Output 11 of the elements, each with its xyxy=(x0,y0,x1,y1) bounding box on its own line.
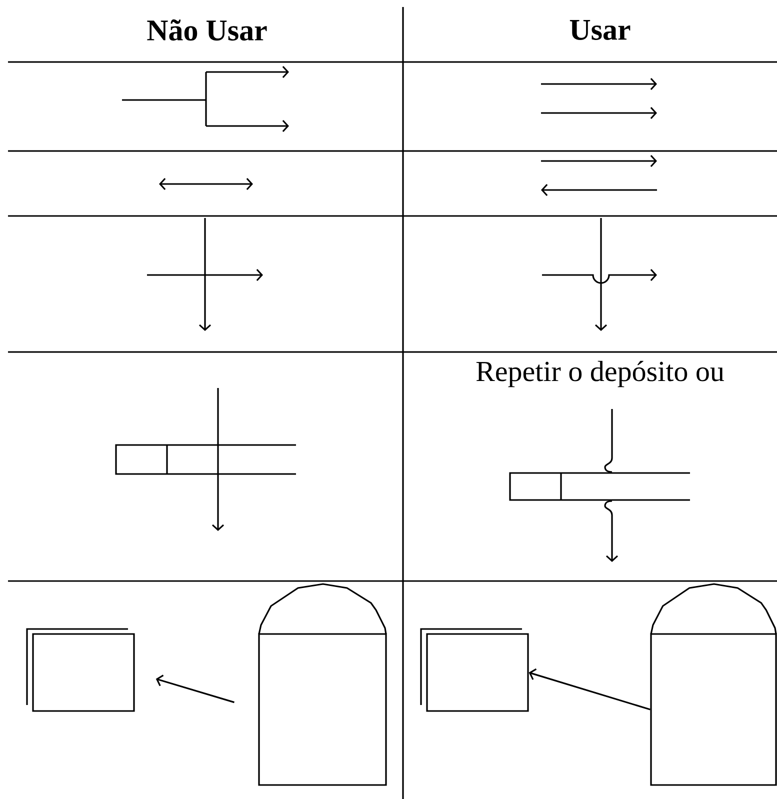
arrow xyxy=(156,674,234,704)
entity-symbol xyxy=(420,628,529,712)
tombstone-symbol xyxy=(258,583,387,786)
column-header: Usar xyxy=(570,20,630,40)
note-text: Repetir o depósito ou xyxy=(476,360,724,388)
data-store-symbol xyxy=(509,472,691,501)
data-store-symbol xyxy=(115,444,297,475)
arrow xyxy=(528,668,650,710)
column-header: Não Usar xyxy=(147,19,267,41)
tombstone-symbol xyxy=(650,583,777,786)
entity-symbol xyxy=(26,628,135,712)
